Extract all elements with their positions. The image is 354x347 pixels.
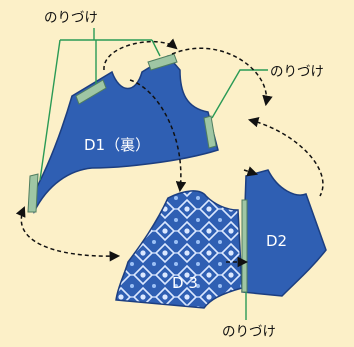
piece-d1 — [29, 55, 219, 214]
piece-d3-label: D 3 — [172, 274, 198, 292]
arrow-center-drop — [129, 79, 187, 193]
arrow-right-drop — [243, 166, 258, 177]
leader-top — [39, 28, 161, 181]
glue-strip-shoulder-right — [147, 53, 178, 71]
piece-d2 — [241, 169, 327, 297]
glue-strip-shoulder-left — [75, 79, 107, 105]
arrow-left-loop — [15, 206, 121, 262]
glue-label-right: のりづけ — [270, 64, 324, 80]
glue-label-bottom: のりづけ — [222, 324, 276, 340]
glue-strip-d2-edge — [241, 199, 248, 293]
leader-right — [211, 69, 268, 119]
glue-label-top: のりづけ — [44, 10, 98, 26]
arrow-right-loop — [247, 117, 324, 197]
piece-d3 — [115, 190, 243, 309]
glue-strip-armhole — [203, 115, 217, 149]
arrow-shoulder-loop — [103, 38, 178, 71]
piece-d1-label: D1（裏） — [84, 136, 150, 154]
glue-strip-side — [27, 173, 39, 213]
arrow-top-right-loop — [171, 47, 273, 107]
piece-d2-label: D2 — [266, 232, 287, 250]
